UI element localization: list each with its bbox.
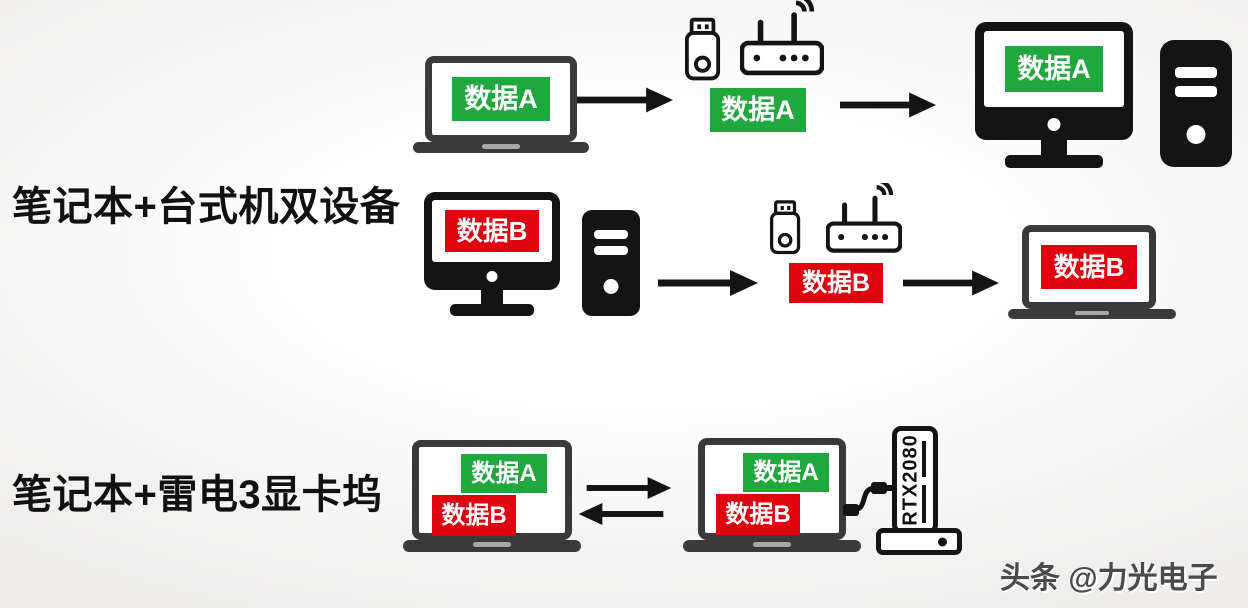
data-b-badge: 数据B [1041, 245, 1137, 289]
laptop-notch [473, 542, 511, 547]
tower-slot [1175, 67, 1217, 78]
monitor-screen: 数据A [984, 31, 1124, 107]
usb-drive-icon [770, 197, 801, 259]
dock-vent-line [922, 485, 926, 523]
laptop-screen: 数据A [425, 56, 577, 142]
monitor-screen: 数据B [432, 200, 552, 262]
data-a-badge: 数据A [710, 88, 806, 132]
row3-left-laptop: 数据A 数据B [403, 440, 581, 552]
row2-source-desktop-monitor: 数据B [424, 192, 560, 316]
row2-heading: 笔记本+台式机双设备 [12, 185, 401, 229]
pc-tower-icon [582, 210, 640, 316]
arrow-right-icon [576, 477, 682, 499]
laptop-base [683, 540, 861, 552]
tower-slot [1175, 86, 1217, 97]
dock-power-dot [938, 537, 947, 546]
data-a-badge: 数据A [1005, 46, 1103, 92]
row2-target-laptop: 数据B [1008, 225, 1176, 319]
data-a-badge: 数据A [461, 454, 547, 493]
monitor-neck [1041, 140, 1067, 155]
gpu-dock-base [876, 528, 962, 555]
laptop-notch [482, 144, 520, 149]
laptop-notch [753, 542, 791, 547]
laptop-notch [1075, 311, 1109, 315]
laptop-screen: 数据B [1022, 225, 1156, 309]
laptop-screen: 数据A 数据B [412, 440, 572, 540]
arrow-right-icon [577, 87, 673, 113]
monitor-stand [1005, 155, 1103, 168]
monitor-stand [450, 304, 534, 316]
data-a-badge: 数据A [743, 453, 829, 492]
laptop-base [413, 142, 589, 153]
data-b-badge: 数据B [716, 494, 800, 535]
dock-vent-line [922, 441, 926, 477]
arrow-right-icon [840, 92, 936, 118]
monitor-frame: 数据A [975, 22, 1133, 140]
gpu-dock-icon: RTX2080 [892, 426, 938, 534]
data-b-badge: 数据B [445, 210, 539, 252]
arrow-right-icon [658, 270, 758, 296]
laptop-base [403, 540, 581, 552]
tower-power-dot [603, 279, 619, 294]
watermark: 头条 @力光电子 [1000, 562, 1218, 595]
row1-source-laptop: 数据A [413, 56, 589, 153]
monitor-power-dot [1047, 118, 1061, 131]
pc-tower-icon [1160, 40, 1232, 167]
data-b-badge: 数据B [432, 495, 516, 536]
gpu-dock-label: RTX2080 [899, 434, 922, 526]
monitor-neck [481, 290, 503, 304]
monitor-frame: 数据B [424, 192, 560, 290]
arrow-left-icon [568, 503, 674, 525]
data-b-badge: 数据B [789, 263, 883, 303]
wifi-router-icon [740, 0, 824, 77]
row1-target-desktop-monitor: 数据A [975, 22, 1133, 168]
wifi-router-icon [826, 183, 902, 254]
thunderbolt-cable-icon [843, 468, 893, 524]
row3-heading: 笔记本+雷电3显卡坞 [12, 473, 383, 517]
tower-power-dot [1186, 125, 1206, 144]
tower-slot [594, 230, 628, 239]
arrow-right-icon [903, 270, 999, 296]
laptop-base [1008, 309, 1176, 319]
laptop-screen: 数据A 数据B [698, 438, 846, 540]
tower-slot [594, 246, 628, 255]
usb-drive-icon [685, 17, 721, 83]
monitor-power-dot [486, 271, 498, 282]
row3-right-laptop: 数据A 数据B [683, 438, 861, 552]
data-a-badge: 数据A [452, 77, 550, 121]
